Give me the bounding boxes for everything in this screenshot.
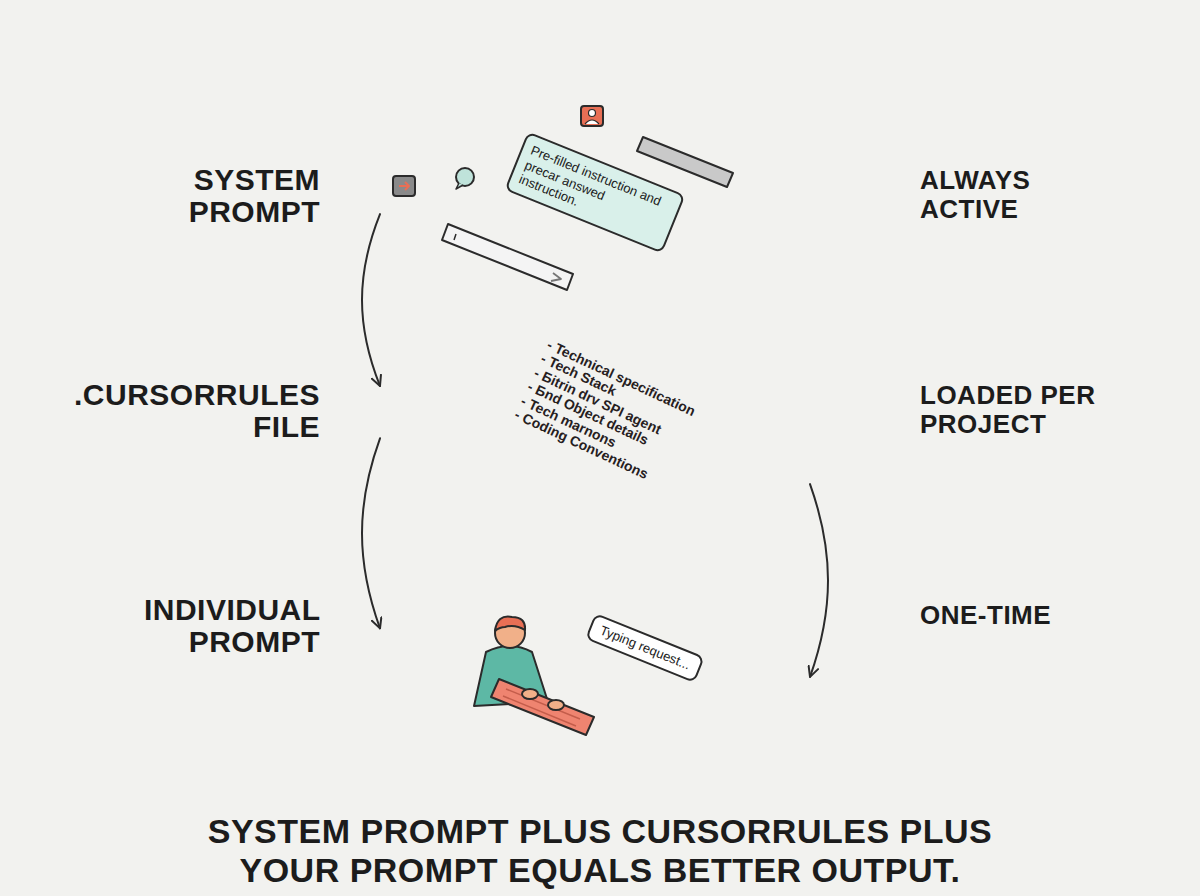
person-hair xyxy=(495,617,525,631)
scope-label: ONE-TIME xyxy=(920,601,1120,630)
box-text: Pre-filled instruction and precar answed… xyxy=(517,142,674,242)
caption-text: SYSTEM PROMPT PLUS CURSORRULES PLUS YOUR… xyxy=(160,812,1040,890)
input-bar xyxy=(442,224,573,290)
input-cursor xyxy=(454,234,456,240)
arrow-icon xyxy=(399,182,409,190)
avatar-head xyxy=(589,110,596,117)
layer-name: INDIVIDUAL PROMPT xyxy=(144,594,320,657)
keyboard xyxy=(491,679,594,735)
cursorrules-layer: .CURSORRULES FILELOADED PER PROJECT- Tec… xyxy=(345,298,845,553)
slab-side xyxy=(580,230,845,314)
system-prompt-layer: SYSTEM PROMPTALWAYS ACTIVEPre-filled ins… xyxy=(345,92,845,314)
scope-label: LOADED PER PROJECT xyxy=(920,381,1120,438)
slab-outline xyxy=(345,538,845,800)
individual-prompt-layer: INDIVIDUAL PROMPTONE-TIMETyping request.… xyxy=(345,538,845,800)
slab-top xyxy=(345,92,845,299)
flow-arrow xyxy=(810,484,828,677)
header-bar xyxy=(637,137,733,187)
chat-bubble: Pre-filled instruction and precar answed… xyxy=(504,131,685,253)
left-hand xyxy=(522,689,538,699)
slab-side xyxy=(580,700,845,800)
box-text: Typing request... xyxy=(598,623,693,673)
flow-arrow xyxy=(362,214,380,386)
caption-row: SYSTEM PROMPT PLUS CURSORRULES PLUS YOUR… xyxy=(0,812,1200,890)
slab-top xyxy=(345,298,845,535)
slab-side xyxy=(345,643,580,800)
send-icon xyxy=(551,273,561,281)
flow-arrow xyxy=(362,438,380,628)
layer-name: SYSTEM PROMPT xyxy=(189,164,320,227)
arrow-button xyxy=(393,176,415,196)
typing-box: Typing request... xyxy=(585,613,705,683)
avatar-body xyxy=(585,120,599,124)
avatar-icon xyxy=(581,106,603,126)
right-hand xyxy=(548,700,564,710)
layer-name: .CURSORRULES FILE xyxy=(74,379,320,442)
rules-list: - Technical specification- Tech Stack- Б… xyxy=(512,337,697,489)
scope-label: ALWAYS ACTIVE xyxy=(920,166,1120,223)
person-typing xyxy=(474,617,594,735)
slab-top xyxy=(345,538,845,782)
keyboard-keys xyxy=(503,689,580,726)
system-prompt-ui xyxy=(393,106,733,290)
chat-icon-tail xyxy=(456,183,463,189)
